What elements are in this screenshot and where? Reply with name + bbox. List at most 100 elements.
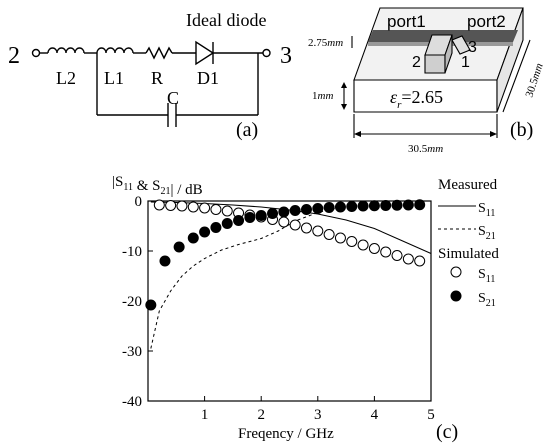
y-tick-label: -20 [122,294,142,310]
simulated-s11-point [165,200,177,211]
legend-simulated-s11-marker [450,266,462,278]
node-3-label: 3 [280,43,292,69]
simulated-s21-point [402,199,414,211]
axis-ticks: 1 2 3 4 5 0 -10 -20 -30 -40 [122,194,435,423]
l1-label: L1 [104,68,124,88]
x-axis-title: Freqency / GHz [238,426,334,442]
simulated-s21-point [323,202,335,213]
simulated-s21-point [221,218,233,229]
simulated-s11-point [210,204,222,215]
legend-measured-s11-label: S11 [478,201,495,219]
circuit-diagram: 2 3 [8,40,292,127]
y-tick-label: -30 [122,344,142,360]
simulated-s11-point [153,199,165,211]
simulated-s21-point [187,232,199,244]
legend-simulated-s21-marker [450,290,462,302]
x-tick-label: 3 [314,407,322,423]
node-2-label: 2 [8,43,20,69]
simulated-s11-point [312,225,324,237]
simulated-s11-point [368,243,380,254]
pin-2-label: 2 [412,54,421,71]
simulated-s21-point [159,255,171,267]
simulated-s11-point [357,239,369,251]
dim-depth-label: 30.5mm [523,62,545,99]
y-tick-label: -10 [122,244,142,260]
simulated-s21-point [312,203,324,214]
measured-s21-line [150,208,335,349]
node-2-terminal [31,48,41,58]
simulated-s11-point [334,232,346,244]
port1-label: port1 [387,12,426,31]
y-tick-label: -40 [122,394,142,410]
simulated-s11-point [300,222,312,234]
simulated-s21-point [334,201,346,213]
model-labels: port1 port2 2.75mm 1mm εr=2.65 30.5mm 30… [308,12,546,155]
simulated-s21-point [346,201,358,212]
simulated-s11-point [391,250,403,261]
dim-top-thickness-label: 2.75mm [308,37,343,49]
simulated-s21-point [233,215,245,226]
simulated-s21-point [244,212,256,223]
x-tick-label: 1 [201,407,209,423]
plot-area-frame [147,200,432,402]
y-tick-label: 0 [135,194,143,210]
c-label: C [167,88,179,108]
circuit-labels: Ideal diode L2 L1 R D1 C (a) [56,10,266,141]
simulated-s11-point [176,200,188,212]
x-tick-label: 4 [371,407,379,423]
legend: Measured S11 S21 Simulated S11 S21 [438,177,499,309]
x-tick-label: 5 [427,407,435,423]
panel-c-label: (c) [436,421,458,443]
panel-a-label: (a) [236,119,258,141]
ideal-diode-label: Ideal diode [186,10,266,30]
simulated-s21-point [380,200,392,211]
simulated-s21-point [210,222,222,233]
legend-simulated-title: Simulated [438,246,499,262]
inductor-l2-symbol [47,47,85,54]
inductor-l1-symbol [96,47,134,54]
series-layer [145,199,432,349]
x-tick-label: 2 [257,407,265,423]
legend-simulated-s11-label: S11 [478,267,495,285]
simulated-s11-point [221,205,233,217]
diode-pin-lead [451,35,471,55]
simulated-s11-point [323,229,335,240]
simulated-s11-point [187,201,199,213]
substrate-3d-model [341,7,531,138]
diode-d1-triangle [195,40,215,66]
dim-width-label: 30.5mm [408,143,443,155]
simulated-s21-point [255,210,267,221]
simulated-s21-point [199,226,211,238]
simulated-s11-point [414,255,426,267]
simulated-s21-point [173,241,185,253]
simulated-s21-point [368,200,380,212]
simulated-s11-point [346,236,358,247]
pin-3-label: 3 [468,39,477,56]
simulated-s21-point [267,208,279,219]
simulated-s21-point [300,204,312,215]
simulated-s11-point [380,246,392,258]
simulated-s11-point [199,202,211,214]
panel-b-label: (b) [510,119,533,141]
dim-height-label: 1mm [312,90,333,102]
legend-measured-title: Measured [438,177,498,193]
dim-depth-arrow [502,39,531,113]
resistor-r-symbol [145,46,173,60]
r-label: R [151,68,163,88]
simulated-s21-point [145,299,157,311]
legend-simulated-s21-label: S21 [478,291,496,309]
arrow-head [354,131,361,137]
simulated-s21-point [278,206,290,218]
d1-label: D1 [197,68,219,88]
simulated-s21-point [289,205,301,216]
pin-1-label: 1 [461,54,470,71]
legend-measured-s21-label: S21 [478,224,496,242]
node-3-terminal [262,48,271,58]
simulated-s21-point [357,200,369,212]
permittivity-label: εr=2.65 [390,87,443,111]
arrow-head [341,104,347,110]
arrow-head [341,82,347,88]
arrow-head [490,131,497,137]
